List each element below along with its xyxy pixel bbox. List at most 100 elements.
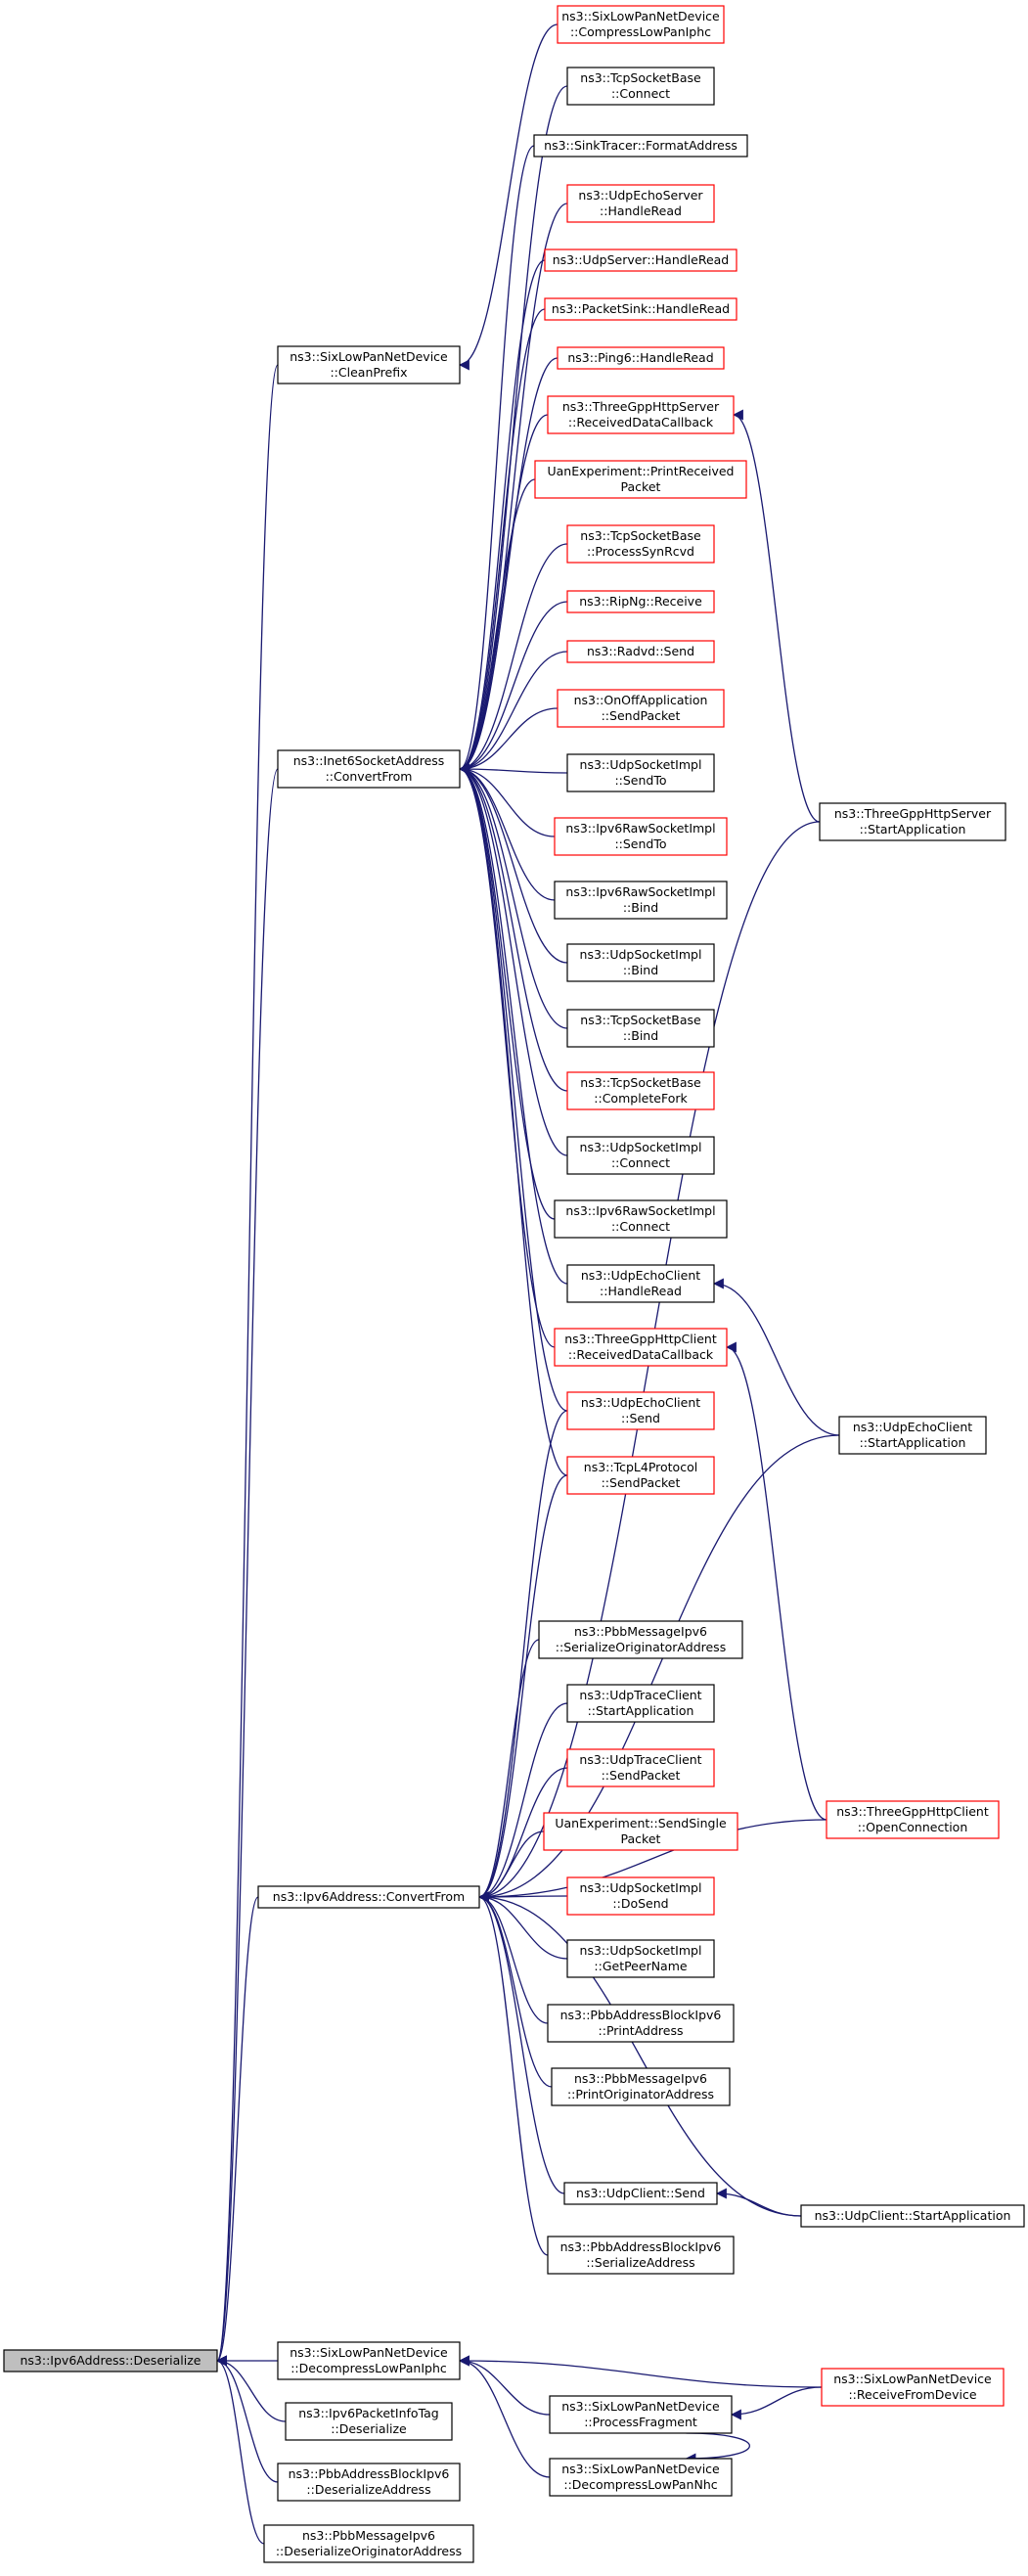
node-ns3-udpclient-startapplication[interactable]: ns3::UdpClient::StartApplication — [800, 2204, 1025, 2228]
node-ns3-threegpphttpclient-receiveddatacallback[interactable]: ns3::ThreeGppHttpClient::ReceivedDataCal… — [554, 1328, 728, 1367]
node-ns3-onoffapplication-sendpacket[interactable]: ns3::OnOffApplication::SendPacket — [557, 689, 725, 728]
node-label: ns3::PbbMessageIpv6 — [574, 1624, 707, 1639]
node-ns3-udpechoserver-handleread[interactable]: ns3::UdpEchoServer::HandleRead — [566, 184, 715, 223]
node-box — [557, 689, 725, 728]
node-label: ::SendPacket — [602, 708, 681, 723]
node-label: ns3::SinkTracer::FormatAddress — [544, 138, 737, 153]
node-label: ::Connect — [611, 86, 670, 101]
node-label: Packet — [621, 1831, 661, 1846]
edge-udpechoclsend-to-ipv6conv — [477, 1410, 568, 1903]
node-label: ::SendTo — [614, 836, 666, 851]
node-label: ::StartApplication — [860, 822, 966, 836]
node-ns3-ipv6packetinfotag-deserialize[interactable]: ns3::Ipv6PacketInfoTag::Deserialize — [285, 2402, 453, 2441]
edge-udpsockimplpeer-to-ipv6conv — [477, 1891, 568, 1960]
edge-radvd-to-inet6 — [458, 651, 568, 775]
node-ns3-sixlowpannetdevice-cleanprefix[interactable]: ns3::SixLowPanNetDevice::CleanPrefix — [277, 345, 461, 384]
node-ns3-udpclient-send[interactable]: ns3::UdpClient::Send — [563, 2182, 718, 2205]
node-box — [557, 5, 725, 44]
node-box — [277, 2463, 461, 2502]
node-label: ::ReceivedDataCallback — [568, 1347, 714, 1362]
node-label: ns3::Ipv6Address::Deserialize — [21, 2353, 201, 2368]
node-label: ::ProcessSynRcvd — [587, 544, 694, 559]
node-box — [547, 395, 735, 434]
node-ns3-udpsocketimpl-getpeername[interactable]: ns3::UdpSocketImpl::GetPeerName — [566, 1939, 715, 1978]
node-ns3-radvd-send[interactable]: ns3::Radvd::Send — [566, 640, 715, 663]
node-label: ns3::Ping6::HandleRead — [567, 350, 713, 365]
node-box — [547, 2004, 735, 2043]
edge-udpclsend-to-ipv6conv — [477, 1891, 565, 2194]
node-box — [566, 1009, 715, 1048]
edge-sinkfmt-to-inet6 — [458, 145, 535, 775]
node-label: ::ReceivedDataCallback — [568, 415, 714, 429]
node-ns3-sinktracer-formataddress[interactable]: ns3::SinkTracer::FormatAddress — [533, 134, 748, 158]
node-label: ns3::SixLowPanNetDevice — [833, 2372, 992, 2386]
node-ns3-threegpphttpclient-openconnection[interactable]: ns3::ThreeGppHttpClient::OpenConnection — [826, 1800, 1000, 1839]
edge-onoff-to-inet6 — [458, 707, 559, 775]
node-label: ns3::PacketSink::HandleRead — [552, 301, 730, 316]
node-ns3-udptraceclient-startapplication[interactable]: ns3::UdpTraceClient::StartApplication — [566, 1684, 715, 1723]
node-box — [534, 460, 747, 499]
node-ns3-pbbmessageipv6-printoriginatoraddress[interactable]: ns3::PbbMessageIpv6::PrintOriginatorAddr… — [551, 2067, 731, 2106]
node-ns3-ipv6address-convertfrom[interactable]: ns3::Ipv6Address::ConvertFrom — [257, 1885, 480, 1909]
node-ns3-udptraceclient-sendpacket[interactable]: ns3::UdpTraceClient::SendPacket — [566, 1748, 715, 1787]
node-ns3-ripng-receive[interactable]: ns3::RipNg::Receive — [566, 590, 715, 613]
node-ns3-ipv6rawsocketimpl-bind[interactable]: ns3::Ipv6RawSocketImpl::Bind — [554, 881, 728, 920]
edge-tcpl4send-to-inet6 — [458, 763, 568, 1476]
node-box — [566, 1876, 715, 1916]
node-box — [257, 1885, 480, 1909]
node-ns3-pbbaddressblockipv6-deserializeaddress[interactable]: ns3::PbbAddressBlockIpv6::DeserializeAdd… — [277, 2463, 461, 2502]
node-ns3-ping6-handleread[interactable]: ns3::Ping6::HandleRead — [557, 346, 725, 370]
node-label: ::Connect — [611, 1155, 670, 1170]
node-ns3-threegpphttpserver-startapplication[interactable]: ns3::ThreeGppHttpServer::StartApplicatio… — [819, 802, 1006, 841]
node-label: ns3::Ipv6RawSocketImpl — [565, 884, 715, 899]
node-label: ::SerializeAddress — [586, 2255, 694, 2270]
node-ns3-sixlowpannetdevice-compresslowpaniphc[interactable]: ns3::SixLowPanNetDevice::CompressLowPanI… — [557, 5, 725, 44]
node-ns3-pbbmessageipv6-deserializeoriginatoraddress[interactable]: ns3::PbbMessageIpv6::DeserializeOriginat… — [263, 2524, 474, 2563]
node-label: ns3::ThreeGppHttpClient — [836, 1804, 989, 1819]
node-ns3-udpsocketimpl-dosend[interactable]: ns3::UdpSocketImpl::DoSend — [566, 1876, 715, 1916]
node-ns3-sixlowpannetdevice-receivefromdevice[interactable]: ns3::SixLowPanNetDevice::ReceiveFromDevi… — [821, 2368, 1005, 2407]
node-box — [821, 2368, 1005, 2407]
node-box — [566, 1748, 715, 1787]
node-box — [566, 1391, 715, 1430]
node-box — [563, 2182, 718, 2205]
node-ns3-udpserver-handleread[interactable]: ns3::UdpServer::HandleRead — [544, 249, 737, 272]
edge-tcpl4send-to-ipv6conv — [477, 1474, 568, 1903]
node-ns3-udpsocketimpl-sendto[interactable]: ns3::UdpSocketImpl::SendTo — [566, 753, 715, 792]
node-label: ns3::ThreeGppHttpClient — [564, 1332, 717, 1346]
node-ns3-udpechoclient-handleread[interactable]: ns3::UdpEchoClient::HandleRead — [566, 1264, 715, 1303]
node-ns3-ipv6rawsocketimpl-sendto[interactable]: ns3::Ipv6RawSocketImpl::SendTo — [554, 817, 728, 856]
node-ns3-udpsocketimpl-connect[interactable]: ns3::UdpSocketImpl::Connect — [566, 1136, 715, 1175]
node-label: ::StartApplication — [588, 1703, 694, 1718]
node-ns3-tcpsocketbase-bind[interactable]: ns3::TcpSocketBase::Bind — [566, 1009, 715, 1048]
node-ns3-pbbmessageipv6-serializeoriginatoraddress[interactable]: ns3::PbbMessageIpv6::SerializeOriginator… — [538, 1620, 743, 1659]
node-label: ns3::UdpClient::Send — [576, 2186, 705, 2200]
node-ns3-tcpsocketbase-connect[interactable]: ns3::TcpSocketBase::Connect — [566, 67, 715, 106]
node-ns3-tcpl4protocol-sendpacket[interactable]: ns3::TcpL4Protocol::SendPacket — [566, 1456, 715, 1495]
edge-sixprocfrag-to-decompiphc — [458, 2355, 551, 2416]
node-label: ::GetPeerName — [594, 1959, 688, 1973]
node-ns3-packetsink-handleread[interactable]: ns3::PacketSink::HandleRead — [544, 297, 737, 321]
node-ns3-ipv6rawsocketimpl-connect[interactable]: ns3::Ipv6RawSocketImpl::Connect — [554, 1199, 728, 1239]
node-box — [566, 943, 715, 982]
node-ns3-tcpsocketbase-completefork[interactable]: ns3::TcpSocketBase::CompleteFork — [566, 1071, 715, 1110]
node-ns3-sixlowpannetdevice-decompresslowpaniphc[interactable]: ns3::SixLowPanNetDevice::DecompressLowPa… — [277, 2341, 461, 2380]
node-ns3-udpechoclient-startapplication[interactable]: ns3::UdpEchoClient::StartApplication — [838, 1416, 987, 1455]
node-label: ::SerializeOriginatorAddress — [556, 1640, 726, 1654]
node-ns3-udpechoclient-send[interactable]: ns3::UdpEchoClient::Send — [566, 1391, 715, 1430]
node-label: ns3::PbbMessageIpv6 — [302, 2528, 435, 2543]
node-ns3-pbbaddressblockipv6-serializeaddress[interactable]: ns3::PbbAddressBlockIpv6::SerializeAddre… — [547, 2236, 735, 2275]
node-ns3-pbbaddressblockipv6-printaddress[interactable]: ns3::PbbAddressBlockIpv6::PrintAddress — [547, 2004, 735, 2043]
edge-sixclean-to-deser — [215, 364, 279, 2366]
node-label: ::DecompressLowPanNhc — [563, 2477, 717, 2492]
node-label: Packet — [621, 479, 661, 494]
node-ns3-tcpsocketbase-processsynrcvd[interactable]: ns3::TcpSocketBase::ProcessSynRcvd — [566, 524, 715, 564]
node-ns3-udpsocketimpl-bind[interactable]: ns3::UdpSocketImpl::Bind — [566, 943, 715, 982]
node-ns3-sixlowpannetdevice-decompresslowpannhc[interactable]: ns3::SixLowPanNetDevice::DecompressLowPa… — [549, 2458, 733, 2497]
node-ns3-inet6socketaddress-convertfrom[interactable]: ns3::Inet6SocketAddress::ConvertFrom — [277, 749, 461, 789]
node-label: ns3::SixLowPanNetDevice — [561, 2399, 720, 2414]
node-ns3-threegpphttpserver-receiveddatacallback[interactable]: ns3::ThreeGppHttpServer::ReceivedDataCal… — [547, 395, 735, 434]
node-ns3-sixlowpannetdevice-processfragment[interactable]: ns3::SixLowPanNetDevice::ProcessFragment — [549, 2395, 733, 2434]
